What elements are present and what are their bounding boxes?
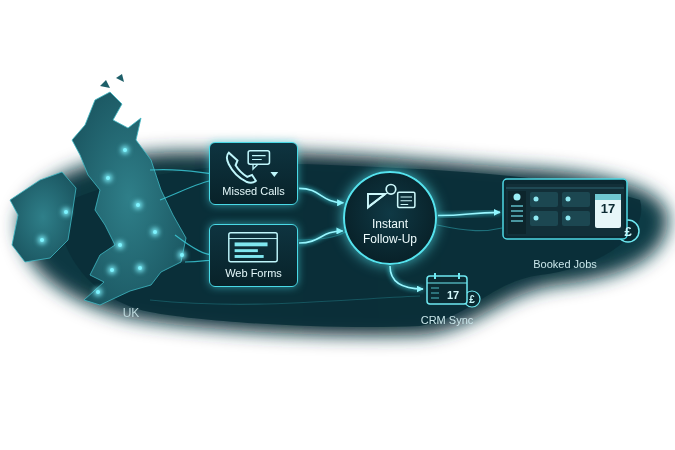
arrow-glow bbox=[299, 188, 343, 202]
arrow-line bbox=[299, 231, 343, 243]
uk-map bbox=[10, 74, 186, 305]
source-box: Web Forms bbox=[209, 224, 298, 287]
date-number: 17 bbox=[447, 289, 459, 301]
arrow-line bbox=[390, 266, 423, 289]
currency-badge: £ bbox=[624, 224, 631, 239]
streak-lines bbox=[150, 169, 502, 304]
node-label: Booked Jobs bbox=[531, 258, 599, 270]
city-dots bbox=[38, 146, 186, 296]
arrow-line bbox=[438, 212, 500, 215]
flow-arrow bbox=[299, 231, 343, 243]
node-label: Instant Follow-Up bbox=[353, 217, 427, 247]
flow-arrow bbox=[390, 266, 423, 289]
source-box: Missed Calls bbox=[209, 142, 298, 205]
node-label: Web Forms bbox=[210, 267, 297, 279]
node-label: Missed Calls bbox=[210, 185, 297, 197]
arrow-line bbox=[299, 188, 343, 202]
date-number: 17 bbox=[601, 201, 615, 216]
region-label: UK bbox=[123, 306, 140, 320]
flow-arrow bbox=[299, 188, 343, 202]
arrow-glow bbox=[438, 212, 500, 215]
arrow-glow bbox=[390, 266, 423, 289]
currency-badge: £ bbox=[469, 294, 475, 305]
node-label: CRM Sync bbox=[419, 314, 476, 326]
process-circle: Instant Follow-Up bbox=[343, 171, 437, 265]
arrow-glow bbox=[299, 231, 343, 243]
flow-arrow bbox=[438, 212, 500, 215]
